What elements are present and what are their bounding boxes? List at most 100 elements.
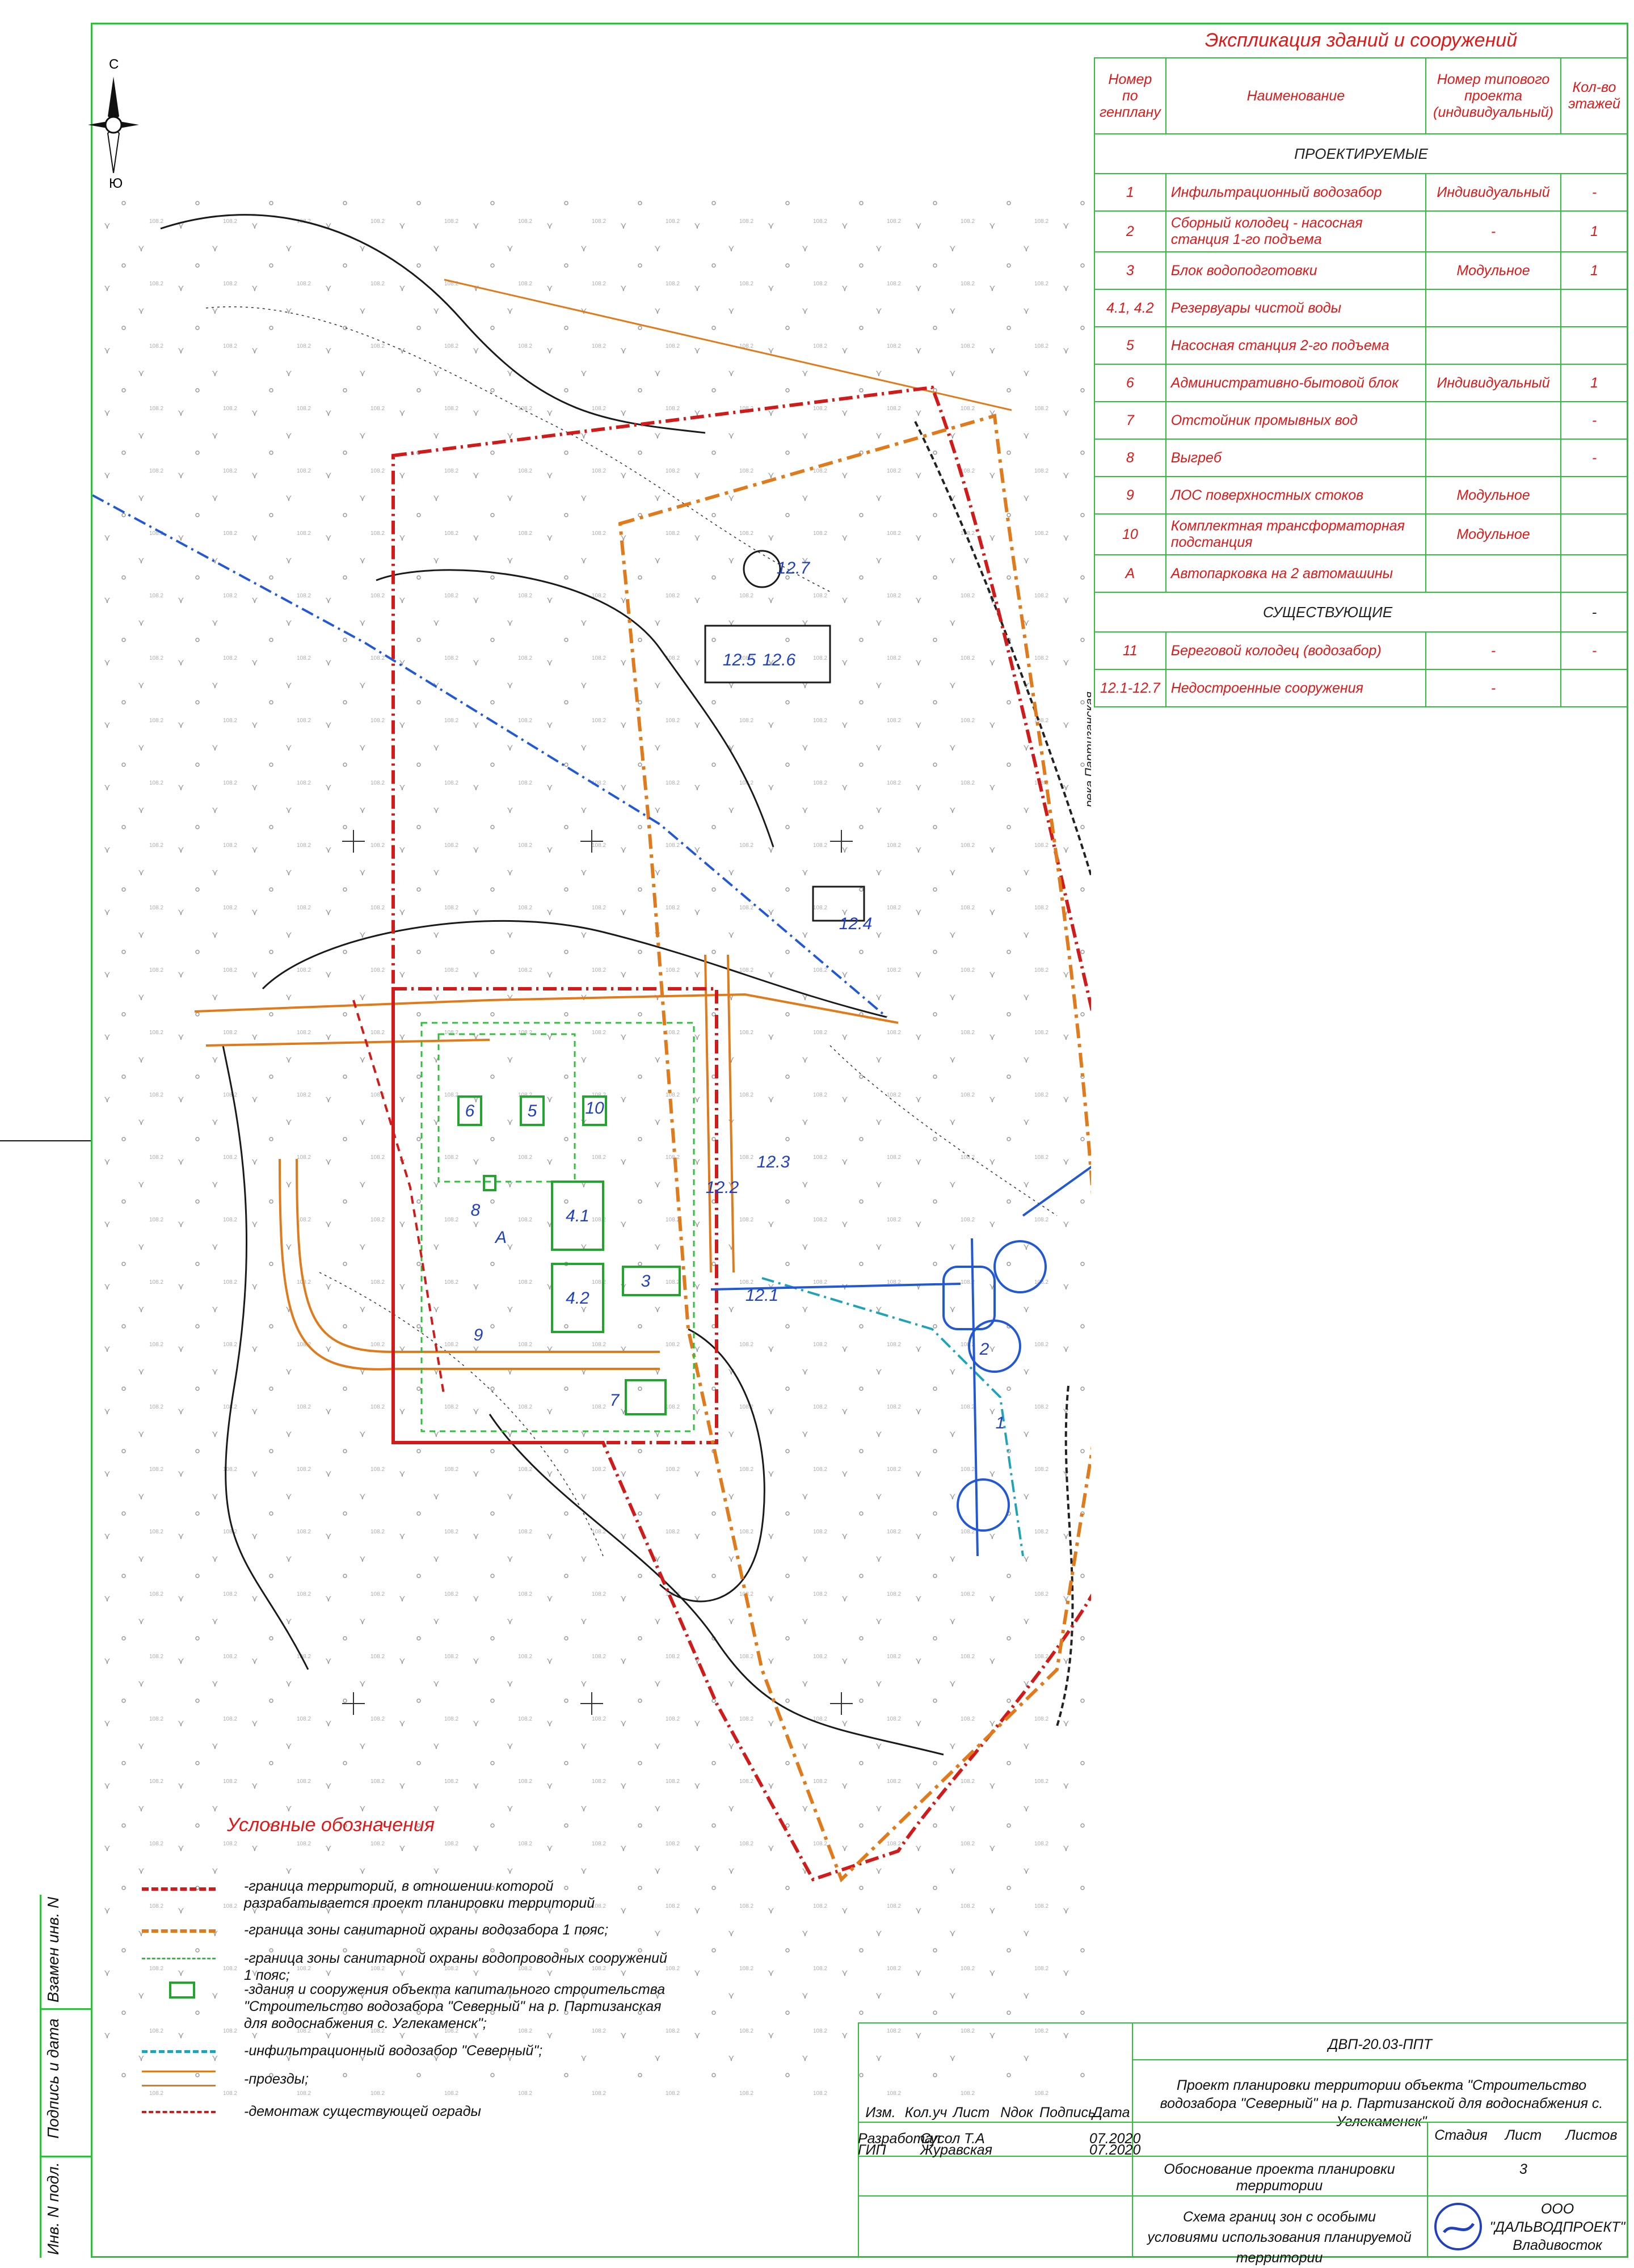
cell-project: [1425, 554, 1561, 593]
compass-arrow-icon: [88, 77, 139, 173]
title-block: [858, 2022, 1628, 2258]
cell-num: 5: [1094, 326, 1166, 365]
side-label-inventory: Инв. N подл.: [44, 2162, 62, 2255]
label-12-6: 12.6: [763, 651, 796, 669]
cell-name: Автопарковка на 2 автомашины: [1165, 554, 1427, 593]
tb-col-date: Дата: [1092, 2105, 1130, 2121]
explication-title: Экспликация зданий и сооружений: [1094, 24, 1628, 58]
structure-2-shape: [942, 1266, 996, 1330]
cell-floors: [1560, 554, 1628, 593]
cell-name: Береговой колодец (водозабор): [1165, 631, 1427, 670]
legend-symbol-fence: [142, 2111, 216, 2113]
legend-item-road: -проезды;: [244, 2071, 309, 2087]
legend-item-intake-zone: -граница зоны санитарной охраны водозабо…: [244, 1922, 609, 1938]
building-10-shape: [582, 1095, 607, 1126]
header-name: Наименование: [1165, 57, 1427, 134]
tb-date-1: 07.2020: [1089, 2131, 1141, 2147]
cell-project: [1425, 439, 1561, 477]
tb-drawing: Схема границ зон с особыми условиями исп…: [1147, 2209, 1412, 2266]
cell-name: Инфильтрационный водозабор: [1165, 173, 1427, 212]
label-7: 7: [610, 1391, 620, 1410]
cell-floors: -: [1560, 439, 1628, 477]
label-9: 9: [474, 1326, 483, 1344]
buildings: [457, 1095, 681, 1415]
legend-title: Условные обозначения: [227, 1814, 435, 1836]
cell-project: Индивидуальный: [1425, 364, 1561, 402]
cell-floors: [1560, 513, 1628, 555]
compass-south-label: Ю: [109, 176, 123, 191]
terrain-texture: [92, 195, 1091, 2095]
tb-date-2: 07.2020: [1089, 2142, 1141, 2158]
legend-item-territory: -граница территорий, в отношении которой…: [244, 1878, 595, 1911]
cell-num: 10: [1094, 513, 1166, 555]
section-existing-dash: -: [1560, 592, 1628, 633]
existing-structures: [704, 550, 865, 922]
forest-areas: [914, 421, 1091, 1727]
sanitary-zone-inner: [437, 1033, 576, 1183]
tb-col-list: Лист: [953, 2105, 990, 2121]
sanitary-zone-intake: [618, 414, 1091, 1883]
tb-col-ndok: Nдок: [1000, 2105, 1033, 2121]
building-6-shape: [457, 1095, 482, 1126]
side-divider-3: [40, 2156, 91, 2157]
binding-strip: [0, 1895, 92, 2258]
grid-crosses: [342, 830, 853, 1715]
fence-demolition: [352, 1000, 445, 1398]
legend-item-building: -здания и сооружения объекта капитальног…: [244, 1982, 666, 2031]
label-A: А: [494, 1228, 507, 1247]
tb-line-1: [1132, 2022, 1133, 2258]
header-floors: Кол-во этажей: [1560, 57, 1628, 134]
legend-item-fence: -демонтаж существующей ограды: [244, 2103, 481, 2119]
label-8: 8: [471, 1201, 481, 1220]
legend-symbol-intake-zone: [142, 1929, 216, 1933]
cell-num: А: [1094, 554, 1166, 593]
building-5-shape: [520, 1095, 545, 1126]
territory-boundary-site: [391, 987, 718, 1444]
cell-floors: [1560, 326, 1628, 365]
building-8-shape: [483, 1175, 496, 1191]
cell-project: [1425, 289, 1561, 327]
tb-col-izm: Изм.: [865, 2105, 896, 2121]
river-label: река Партизанская: [1083, 692, 1091, 808]
label-12-3: 12.3: [757, 1153, 790, 1171]
cell-project: -: [1425, 631, 1561, 670]
tb-code: ДВП-20.03-ППТ: [1328, 2037, 1433, 2052]
label-12-7: 12.7: [777, 559, 811, 577]
cell-num: 8: [1094, 439, 1166, 477]
tb-sheets: Листов: [1565, 2127, 1618, 2143]
cell-project: Модульное: [1425, 513, 1561, 555]
structure-12-5-6-shape: [704, 625, 831, 684]
cell-name: ЛОС поверхностных стоков: [1165, 476, 1427, 515]
intake-structures: [942, 1240, 1047, 1532]
explication-table: Экспликация зданий и сооружений Номер по…: [1094, 24, 1628, 707]
site-plan-map: ⋎ ⋎ 108.2: [92, 195, 1091, 2095]
tb-stage: Стадия: [1434, 2127, 1488, 2143]
cell-floors: 1: [1560, 364, 1628, 402]
intake-well-b: [968, 1320, 1021, 1373]
tb-col-sign: Подпись: [1039, 2105, 1096, 2121]
tb-line-3: [1132, 2122, 1628, 2123]
cell-project: Модульное: [1425, 251, 1561, 290]
label-2: 2: [979, 1340, 989, 1359]
cell-floors: [1560, 289, 1628, 327]
label-4-2: 4.2: [566, 1289, 589, 1308]
cell-num: 7: [1094, 401, 1166, 440]
label-10: 10: [585, 1099, 604, 1118]
cell-floors: [1560, 669, 1628, 707]
cell-floors: 1: [1560, 251, 1628, 290]
legend-item-infiltration: -инфильтрационный водозабор "Северный";: [244, 2043, 543, 2059]
label-3: 3: [641, 1272, 651, 1291]
tb-line-2: [1132, 2059, 1628, 2060]
cell-num: 3: [1094, 251, 1166, 290]
cell-project: Индивидуальный: [1425, 173, 1561, 212]
